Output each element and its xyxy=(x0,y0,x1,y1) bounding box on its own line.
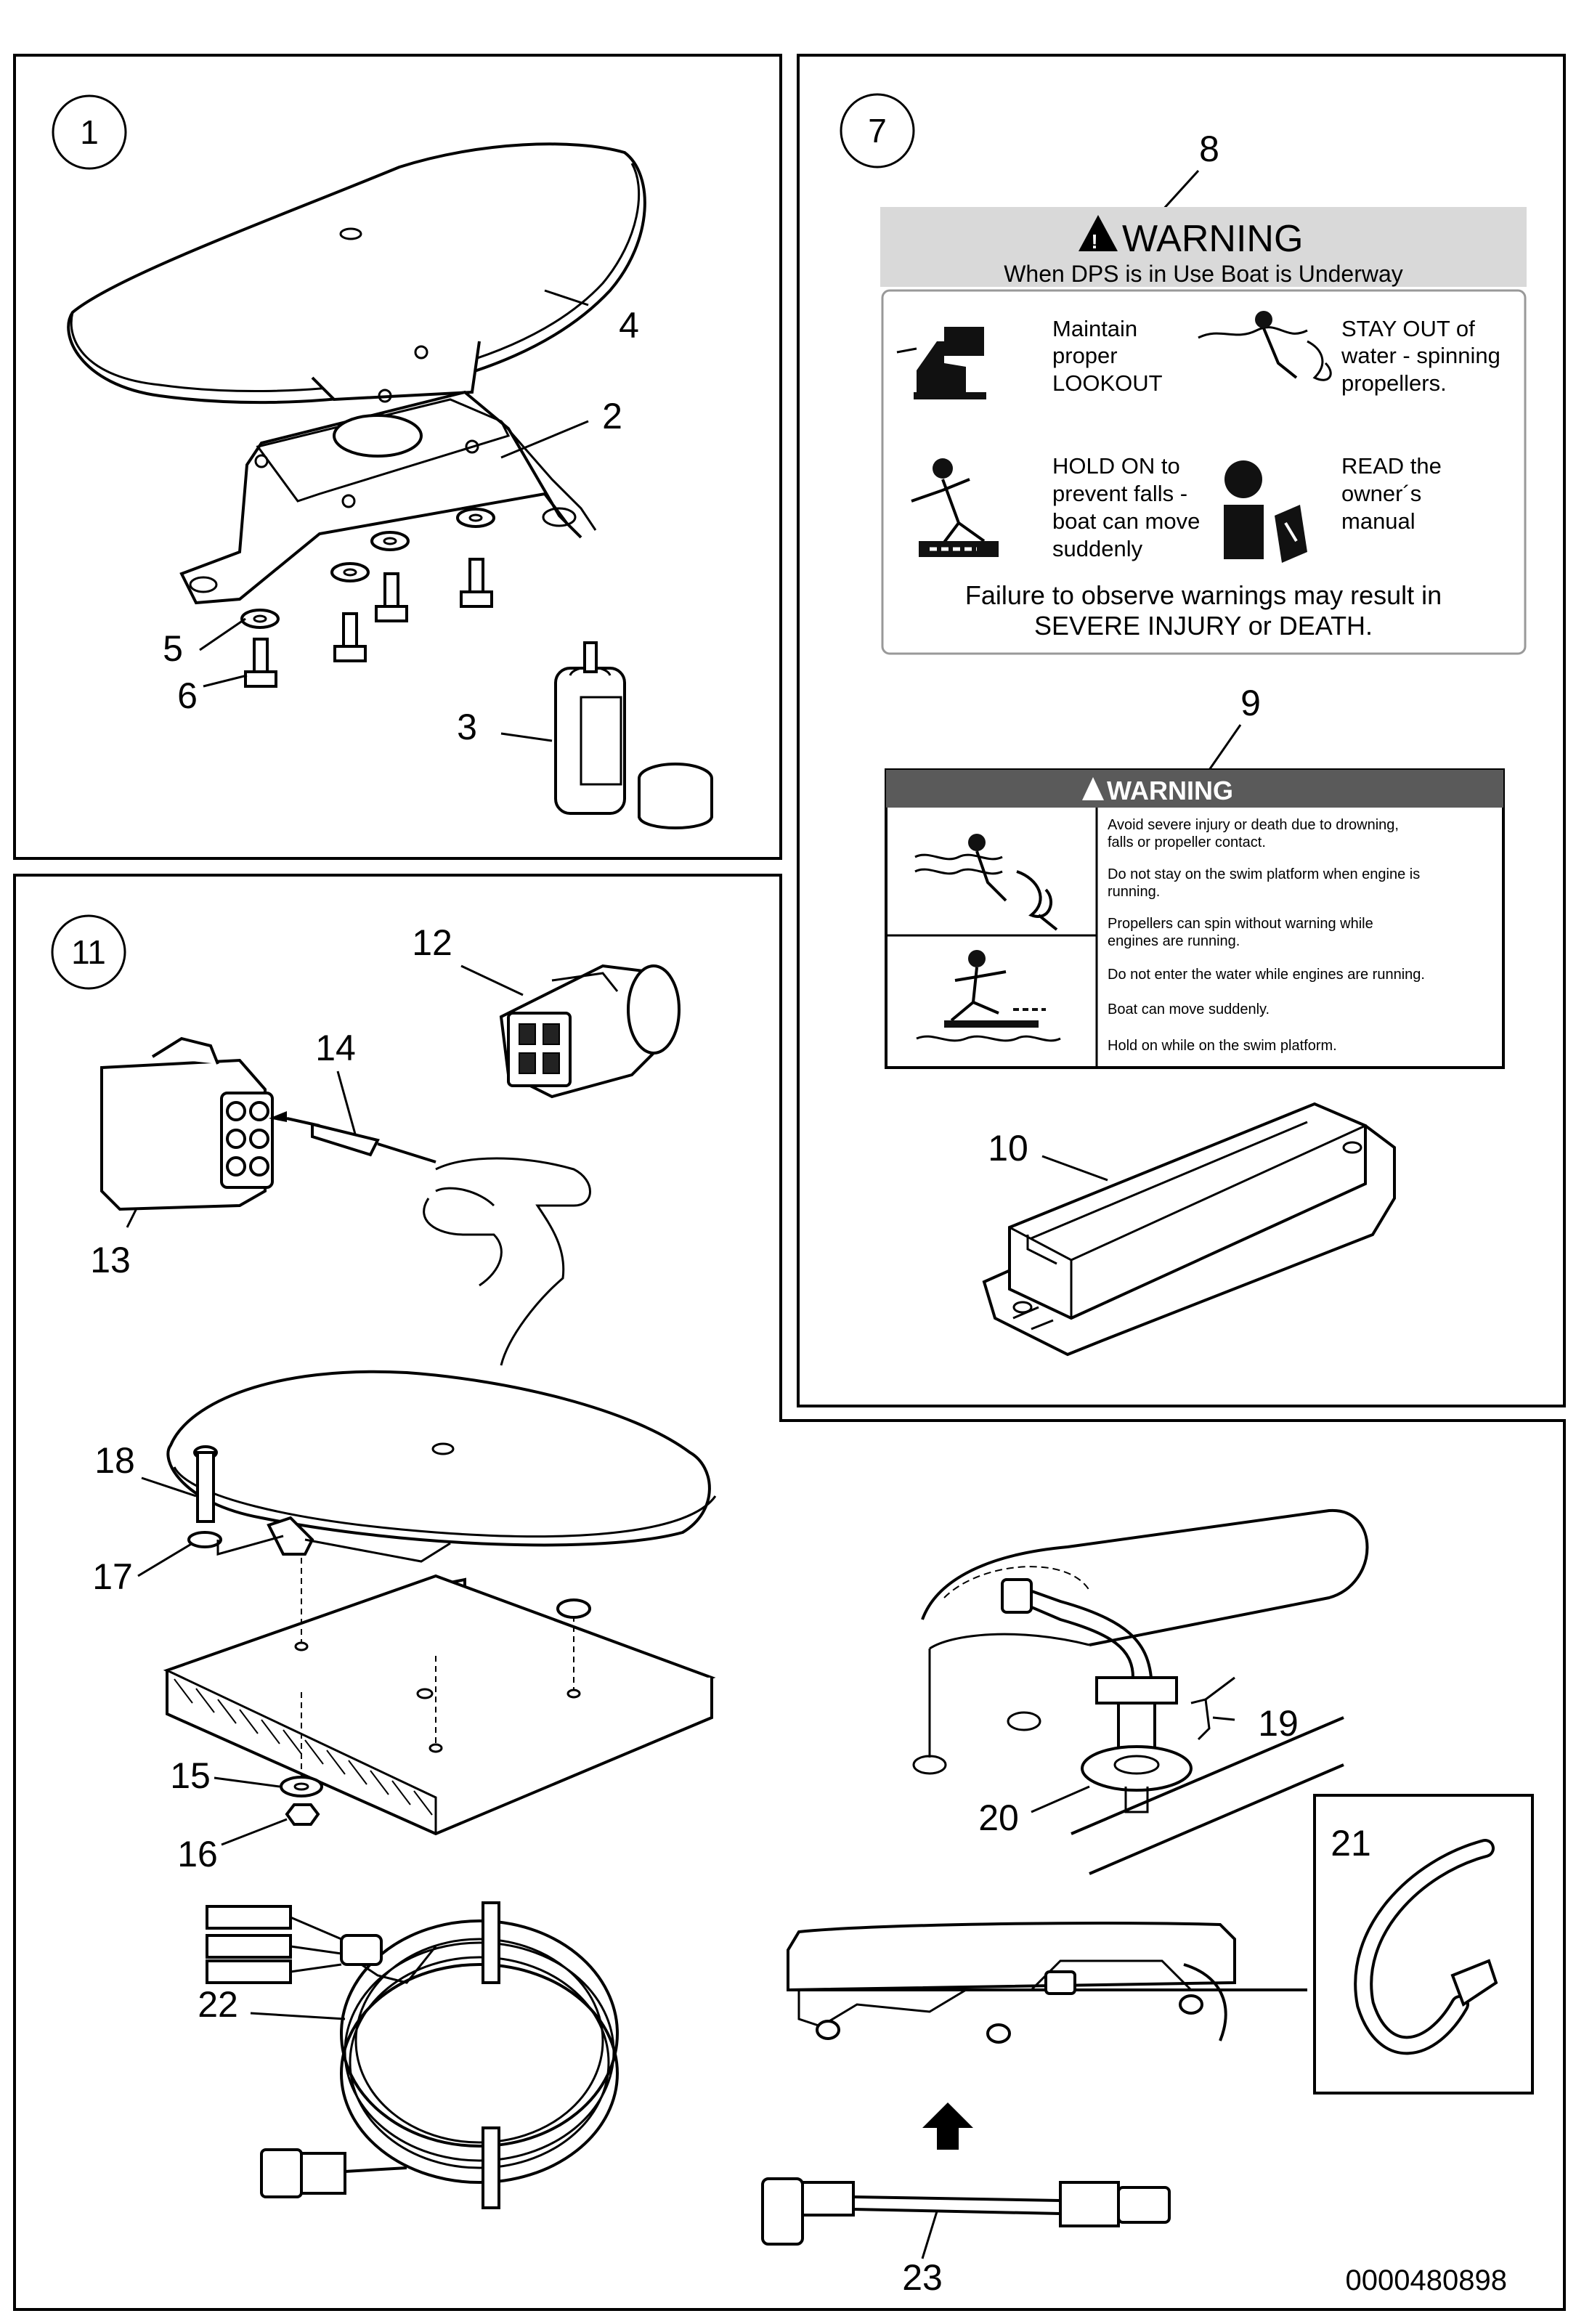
panel-11: 11 12 13 14 xyxy=(51,914,1534,2298)
panel-1-number: 1 xyxy=(80,113,99,151)
warning-decal-9: WARNING Avoid severe injury or death due… xyxy=(885,768,1505,1069)
panel-1-number-circle xyxy=(52,94,127,170)
callout-9: 9 xyxy=(1240,683,1261,723)
callout-2: 2 xyxy=(602,396,622,436)
read-manual-icon xyxy=(1224,460,1307,563)
sealant-tube xyxy=(554,641,713,829)
warning-triangle-icon xyxy=(1079,215,1118,251)
decal-9-line4: running. xyxy=(1108,884,1160,900)
decal-8-item3-line4: suddenly xyxy=(1052,536,1143,561)
washers-bolts xyxy=(240,508,495,688)
decal-9-line2: falls or propeller contact. xyxy=(1108,834,1266,850)
connector-plug-13 xyxy=(100,1036,274,1211)
callout-17: 17 xyxy=(92,1556,133,1597)
callout-4: 4 xyxy=(619,305,639,346)
decal-8-item3-line2: prevent falls - xyxy=(1052,481,1187,506)
callout-22: 22 xyxy=(198,1984,238,2025)
decal-8-item2-line3: propellers. xyxy=(1341,370,1447,396)
callout-19: 19 xyxy=(1258,1703,1299,1744)
arrow-up-icon xyxy=(922,2102,973,2150)
callout-6: 6 xyxy=(177,675,198,716)
decal-9-header: WARNING xyxy=(1107,776,1233,805)
panel-11-frame xyxy=(13,874,1566,2311)
panel-7-frame xyxy=(797,54,1566,1407)
antenna-on-mount xyxy=(166,1370,717,1661)
decal-8-item1-line3: LOOKOUT xyxy=(1052,370,1163,396)
callout-23: 23 xyxy=(902,2257,943,2298)
swimmer-propeller-icon xyxy=(1198,311,1332,381)
decal-8-footer2: SEVERE INJURY or DEATH. xyxy=(1034,611,1373,641)
decal-9-line9: Hold on while on the swim platform. xyxy=(1108,1038,1337,1054)
panel-1-frame xyxy=(13,54,782,860)
panel-7-number-circle xyxy=(840,93,915,168)
decal-8-subheader: When DPS is in Use Boat is Underway xyxy=(1004,261,1403,287)
panel-7-number: 7 xyxy=(868,112,887,150)
falling-person-icon xyxy=(911,458,999,557)
callout-16: 16 xyxy=(177,1834,218,1874)
decal-8-item4-line1: READ the xyxy=(1341,453,1442,479)
callout-5: 5 xyxy=(163,628,183,669)
panel-7: 7 8 ! WARNING When DPS is in Use Boat is… xyxy=(840,93,1527,1357)
mounting-board xyxy=(163,1558,716,1836)
callout-18: 18 xyxy=(94,1440,135,1481)
lookout-icon xyxy=(896,327,986,399)
decal-8-item3-line1: HOLD ON to xyxy=(1052,453,1180,479)
callout-13: 13 xyxy=(90,1240,131,1280)
connector-receptacle-12 xyxy=(499,964,681,1099)
decal-8-item2-line1: STAY OUT of xyxy=(1341,316,1475,341)
callout-8: 8 xyxy=(1199,129,1219,169)
decal-8-footer1: Failure to observe warnings may result i… xyxy=(965,580,1442,610)
decal-8-item4-line2: owner´s xyxy=(1341,481,1421,506)
decal-8-header: WARNING xyxy=(1122,218,1303,260)
decal-8-item1-line2: proper xyxy=(1052,343,1118,368)
callout-12: 12 xyxy=(412,922,452,963)
platform-fall-icon xyxy=(916,950,1061,1042)
antenna-side-view xyxy=(787,1922,1307,2044)
decal-9-line3: Do not stay on the swim platform when en… xyxy=(1108,866,1420,882)
gland-detail xyxy=(912,1508,1369,1875)
panel-1: 1 xyxy=(52,94,713,829)
figure-id: 0000480898 xyxy=(1346,2264,1507,2296)
cable-tie-box xyxy=(1313,1794,1534,2095)
callout-21: 21 xyxy=(1331,1823,1371,1864)
decal-9-line7: Do not enter the water while engines are… xyxy=(1108,967,1425,983)
callout-3: 3 xyxy=(457,707,477,747)
svg-text:!: ! xyxy=(1091,230,1097,253)
screw-washer-17-18 xyxy=(187,1445,284,1556)
washer-nut-15-16 xyxy=(280,1776,323,1826)
decal-9-line6: engines are running. xyxy=(1108,933,1240,949)
panel-11-number: 11 xyxy=(71,933,106,971)
antenna-dome xyxy=(67,142,646,405)
hand-icon xyxy=(423,1157,591,1366)
control-module xyxy=(982,1102,1396,1357)
mounting-bracket xyxy=(179,389,597,605)
callout-10: 10 xyxy=(988,1128,1028,1169)
callout-14: 14 xyxy=(315,1028,356,1068)
decal-9-line1: Avoid severe injury or death due to drow… xyxy=(1108,817,1399,833)
panel-11-number-circle xyxy=(51,914,126,990)
cable-coil-22 xyxy=(206,1901,619,2209)
decal-8-item3-line3: boat can move xyxy=(1052,508,1200,534)
panel-frames xyxy=(13,54,1566,2311)
callout-20: 20 xyxy=(978,1797,1019,1838)
decal-8-item2-line2: water - spinning xyxy=(1341,343,1500,368)
decal-9-line8: Boat can move suddenly. xyxy=(1108,1001,1270,1017)
drowning-propeller-icon xyxy=(914,834,1058,931)
warning-decal-8: ! WARNING When DPS is in Use Boat is Und… xyxy=(880,207,1527,655)
callout-15: 15 xyxy=(170,1755,211,1796)
adapter-cable-23 xyxy=(761,2177,1171,2246)
decal-8-item1-line1: Maintain xyxy=(1052,316,1137,341)
decal-9-line5: Propellers can spin without warning whil… xyxy=(1108,916,1373,932)
decal-8-item4-line3: manual xyxy=(1341,508,1415,534)
panel-1-leaders xyxy=(199,289,589,742)
cable-tie xyxy=(1354,1839,1498,2055)
terminal-pin-14 xyxy=(269,1111,436,1163)
